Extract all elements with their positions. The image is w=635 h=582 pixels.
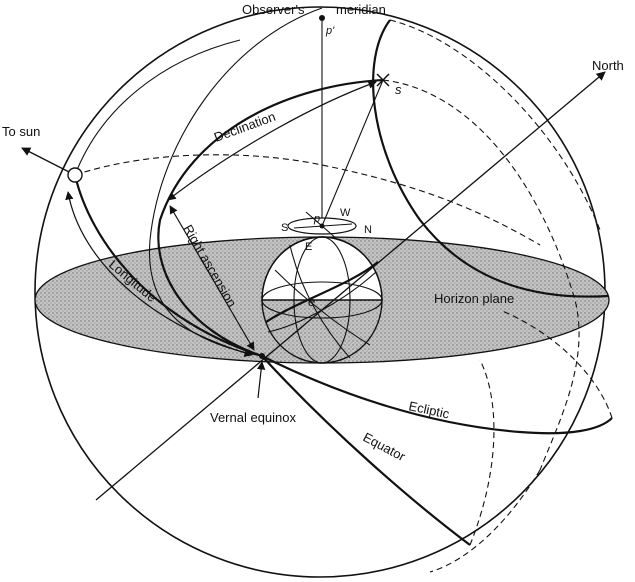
lower-right-circle bbox=[429, 469, 541, 573]
label-observer-p: p bbox=[313, 213, 320, 225]
sun-direction-arrow bbox=[21, 147, 76, 176]
label-observers: Observer's bbox=[242, 2, 305, 17]
label-north: North bbox=[592, 58, 624, 73]
label-horizon-plane: Horizon plane bbox=[434, 291, 514, 306]
label-p-prime: p' bbox=[325, 25, 335, 37]
label-compass-n: N bbox=[364, 224, 372, 236]
label-compass-e: E bbox=[305, 241, 312, 253]
sun-circle-top-left bbox=[74, 39, 241, 176]
label-vernal-equinox: Vernal equinox bbox=[210, 410, 297, 425]
vernal-equinox-pointer bbox=[256, 361, 266, 399]
hour-circle-back bbox=[382, 79, 580, 471]
meridian-circle-right bbox=[372, 19, 609, 298]
equator-circle bbox=[261, 355, 471, 546]
zenith-point-p-prime bbox=[319, 15, 325, 21]
ecliptic-back bbox=[499, 309, 613, 419]
equator-back bbox=[469, 359, 495, 546]
label-s: s bbox=[395, 82, 402, 97]
longitude-arrow bbox=[65, 191, 253, 357]
declination-arrow bbox=[167, 80, 377, 201]
north-axis bbox=[95, 71, 606, 501]
star-to-observer-line bbox=[321, 79, 384, 227]
ecliptic-circle bbox=[261, 355, 613, 435]
vernal-equinox-point bbox=[259, 353, 265, 359]
label-compass-s: S bbox=[281, 222, 288, 234]
meridian-circle-right-back bbox=[389, 19, 601, 231]
label-earth-e: e bbox=[308, 294, 315, 309]
sun-position-marker bbox=[67, 167, 83, 183]
label-declination: Declination bbox=[212, 109, 278, 145]
label-compass-w: W bbox=[340, 207, 351, 219]
label-to-sun: To sun bbox=[2, 124, 40, 139]
label-meridian: meridian bbox=[336, 2, 386, 17]
